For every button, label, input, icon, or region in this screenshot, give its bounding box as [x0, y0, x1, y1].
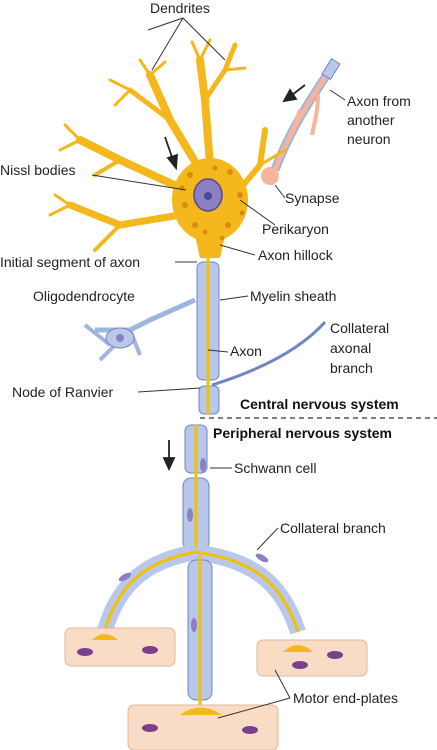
collateral-axonal-branch	[211, 321, 327, 387]
label-initial-segment: Initial segment of axon	[0, 254, 140, 270]
label-dendrites: Dendrites	[150, 0, 210, 16]
label-pns: Peripheral nervous system	[213, 425, 392, 441]
label-axon-hillock: Axon hillock	[258, 247, 334, 263]
muscle-fiber-right	[256, 639, 368, 677]
other-neuron-axon	[261, 58, 341, 185]
label-cns: Central nervous system	[240, 396, 399, 412]
label-schwann-cell: Schwann cell	[234, 460, 317, 476]
muscle-fiber-left	[64, 627, 176, 667]
label-oligodendrocyte: Oligodendrocyte	[33, 288, 135, 304]
arrow-icon	[162, 84, 306, 472]
pns-axon	[182, 424, 210, 555]
label-collateral-axonal-2: axonal	[330, 340, 371, 356]
label-axon-from-another-3: neuron	[347, 131, 391, 147]
label-collateral-axonal-3: branch	[330, 360, 373, 376]
label-myelin-sheath: Myelin sheath	[250, 288, 336, 304]
label-nissl-bodies: Nissl bodies	[0, 162, 75, 178]
muscle-fiber-bottom	[127, 704, 279, 750]
label-synapse: Synapse	[285, 190, 340, 206]
perikaryon-body	[172, 158, 248, 258]
label-node-of-ranvier: Node of Ranvier	[12, 384, 114, 400]
label-perikaryon: Perikaryon	[262, 221, 329, 237]
oligodendrocyte	[83, 297, 197, 362]
label-motor-end-plates: Motor end-plates	[293, 690, 398, 706]
label-collateral-axonal-1: Collateral	[330, 320, 389, 336]
collateral-branches	[97, 544, 306, 705]
label-axon: Axon	[230, 343, 262, 359]
cns-axon	[196, 256, 220, 415]
dendrites	[48, 38, 287, 252]
label-axon-from-another-2: another	[347, 112, 395, 128]
leader-lines	[91, 17, 346, 719]
schwann-cell-nucleus	[200, 458, 206, 472]
label-axon-from-another-1: Axon from	[347, 93, 411, 109]
label-collateral-branch: Collateral branch	[280, 520, 386, 536]
